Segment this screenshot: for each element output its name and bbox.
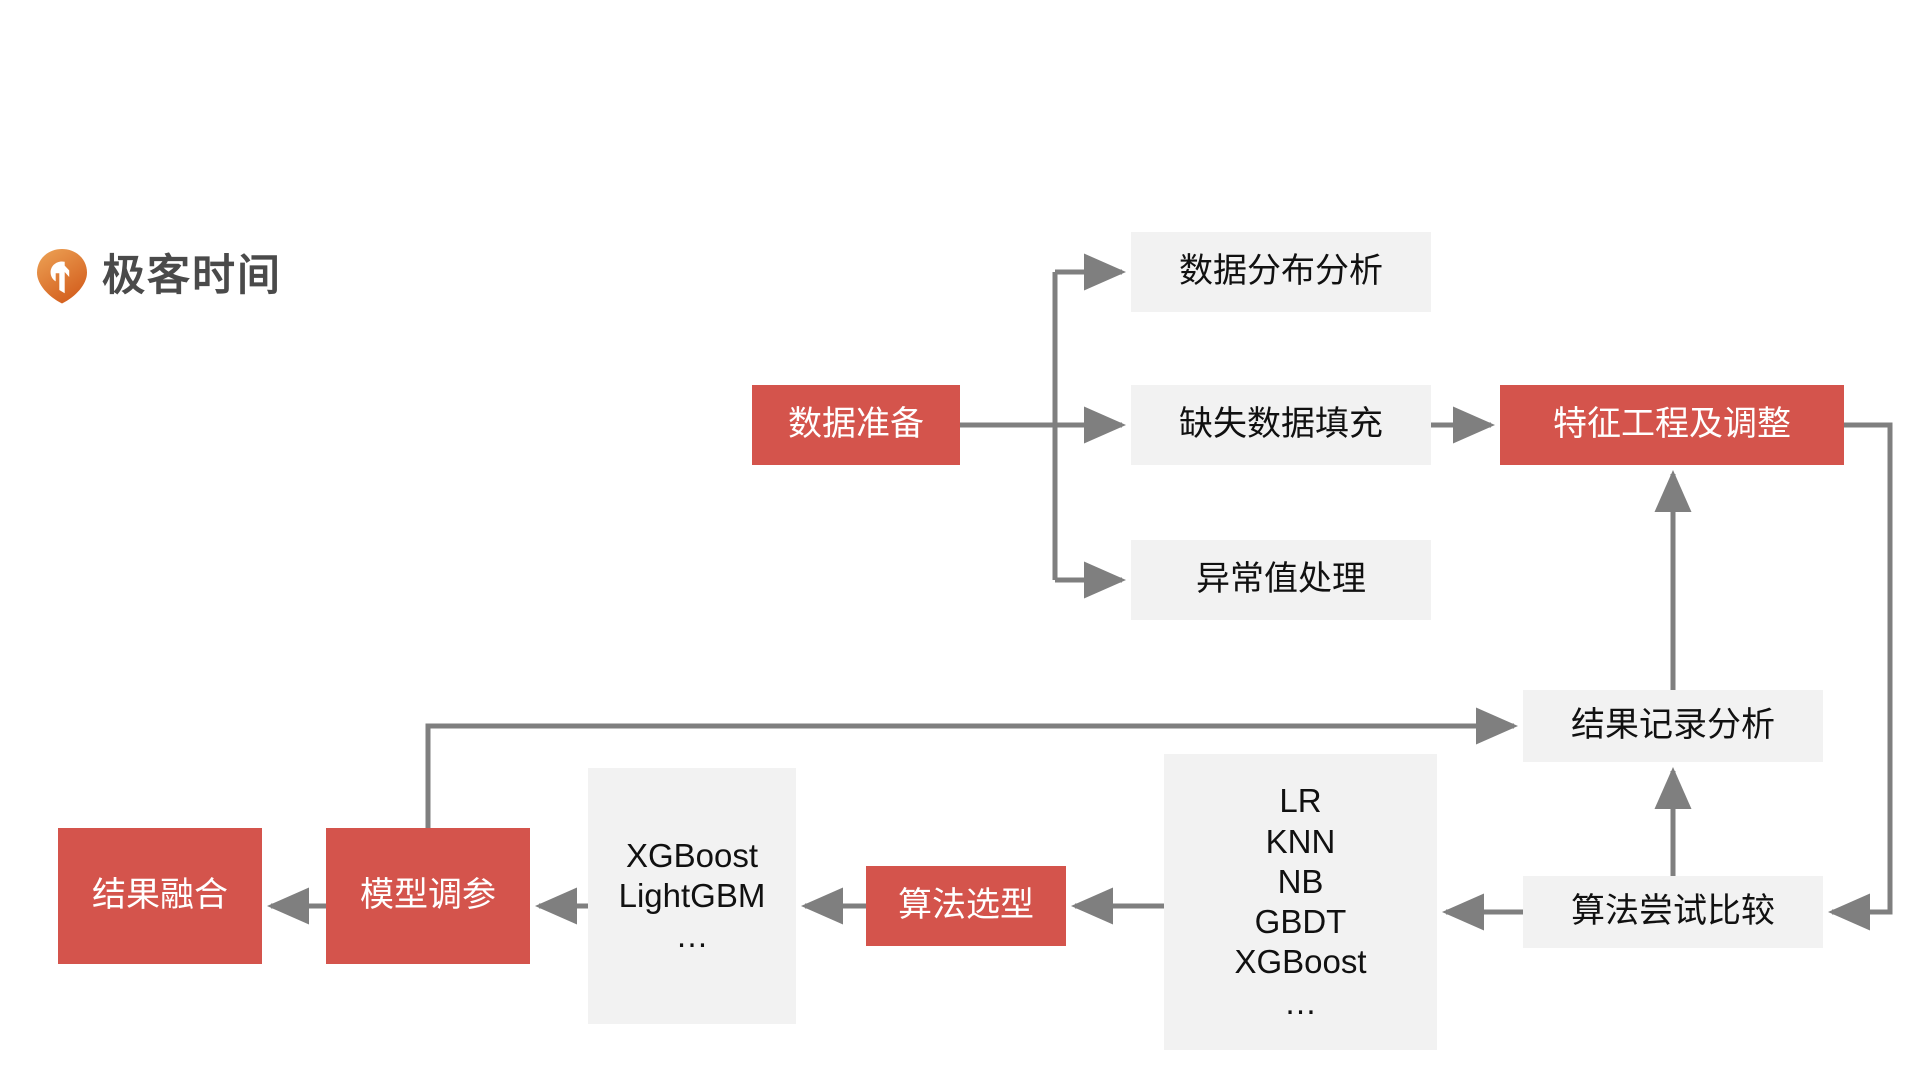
- node-model-candidates[interactable]: XGBoost LightGBM …: [588, 768, 796, 1024]
- edge-feature-eng-to-algo-compare: [1827, 422, 1893, 931]
- node-data-prep[interactable]: 数据准备: [752, 385, 960, 465]
- brand-name: 极客时间: [102, 251, 282, 300]
- node-feature-eng[interactable]: 特征工程及调整: [1500, 385, 1844, 465]
- node-result-record[interactable]: 结果记录分析: [1523, 690, 1823, 762]
- node-dist-analysis[interactable]: 数据分布分析: [1131, 232, 1431, 312]
- node-algo-compare[interactable]: 算法尝试比较: [1523, 876, 1823, 948]
- node-algo-select[interactable]: 算法选型: [866, 866, 1066, 946]
- node-result-fusion[interactable]: 结果融合: [58, 828, 262, 964]
- geektime-logo-icon: [37, 249, 87, 304]
- brand-logo: 极客时间: [36, 248, 282, 304]
- node-missing-fill[interactable]: 缺失数据填充: [1131, 385, 1431, 465]
- node-model-tuning[interactable]: 模型调参: [326, 828, 530, 964]
- node-algo-list[interactable]: LR KNN NB GBDT XGBoost …: [1164, 754, 1437, 1050]
- node-outlier-handle[interactable]: 异常值处理: [1131, 540, 1431, 620]
